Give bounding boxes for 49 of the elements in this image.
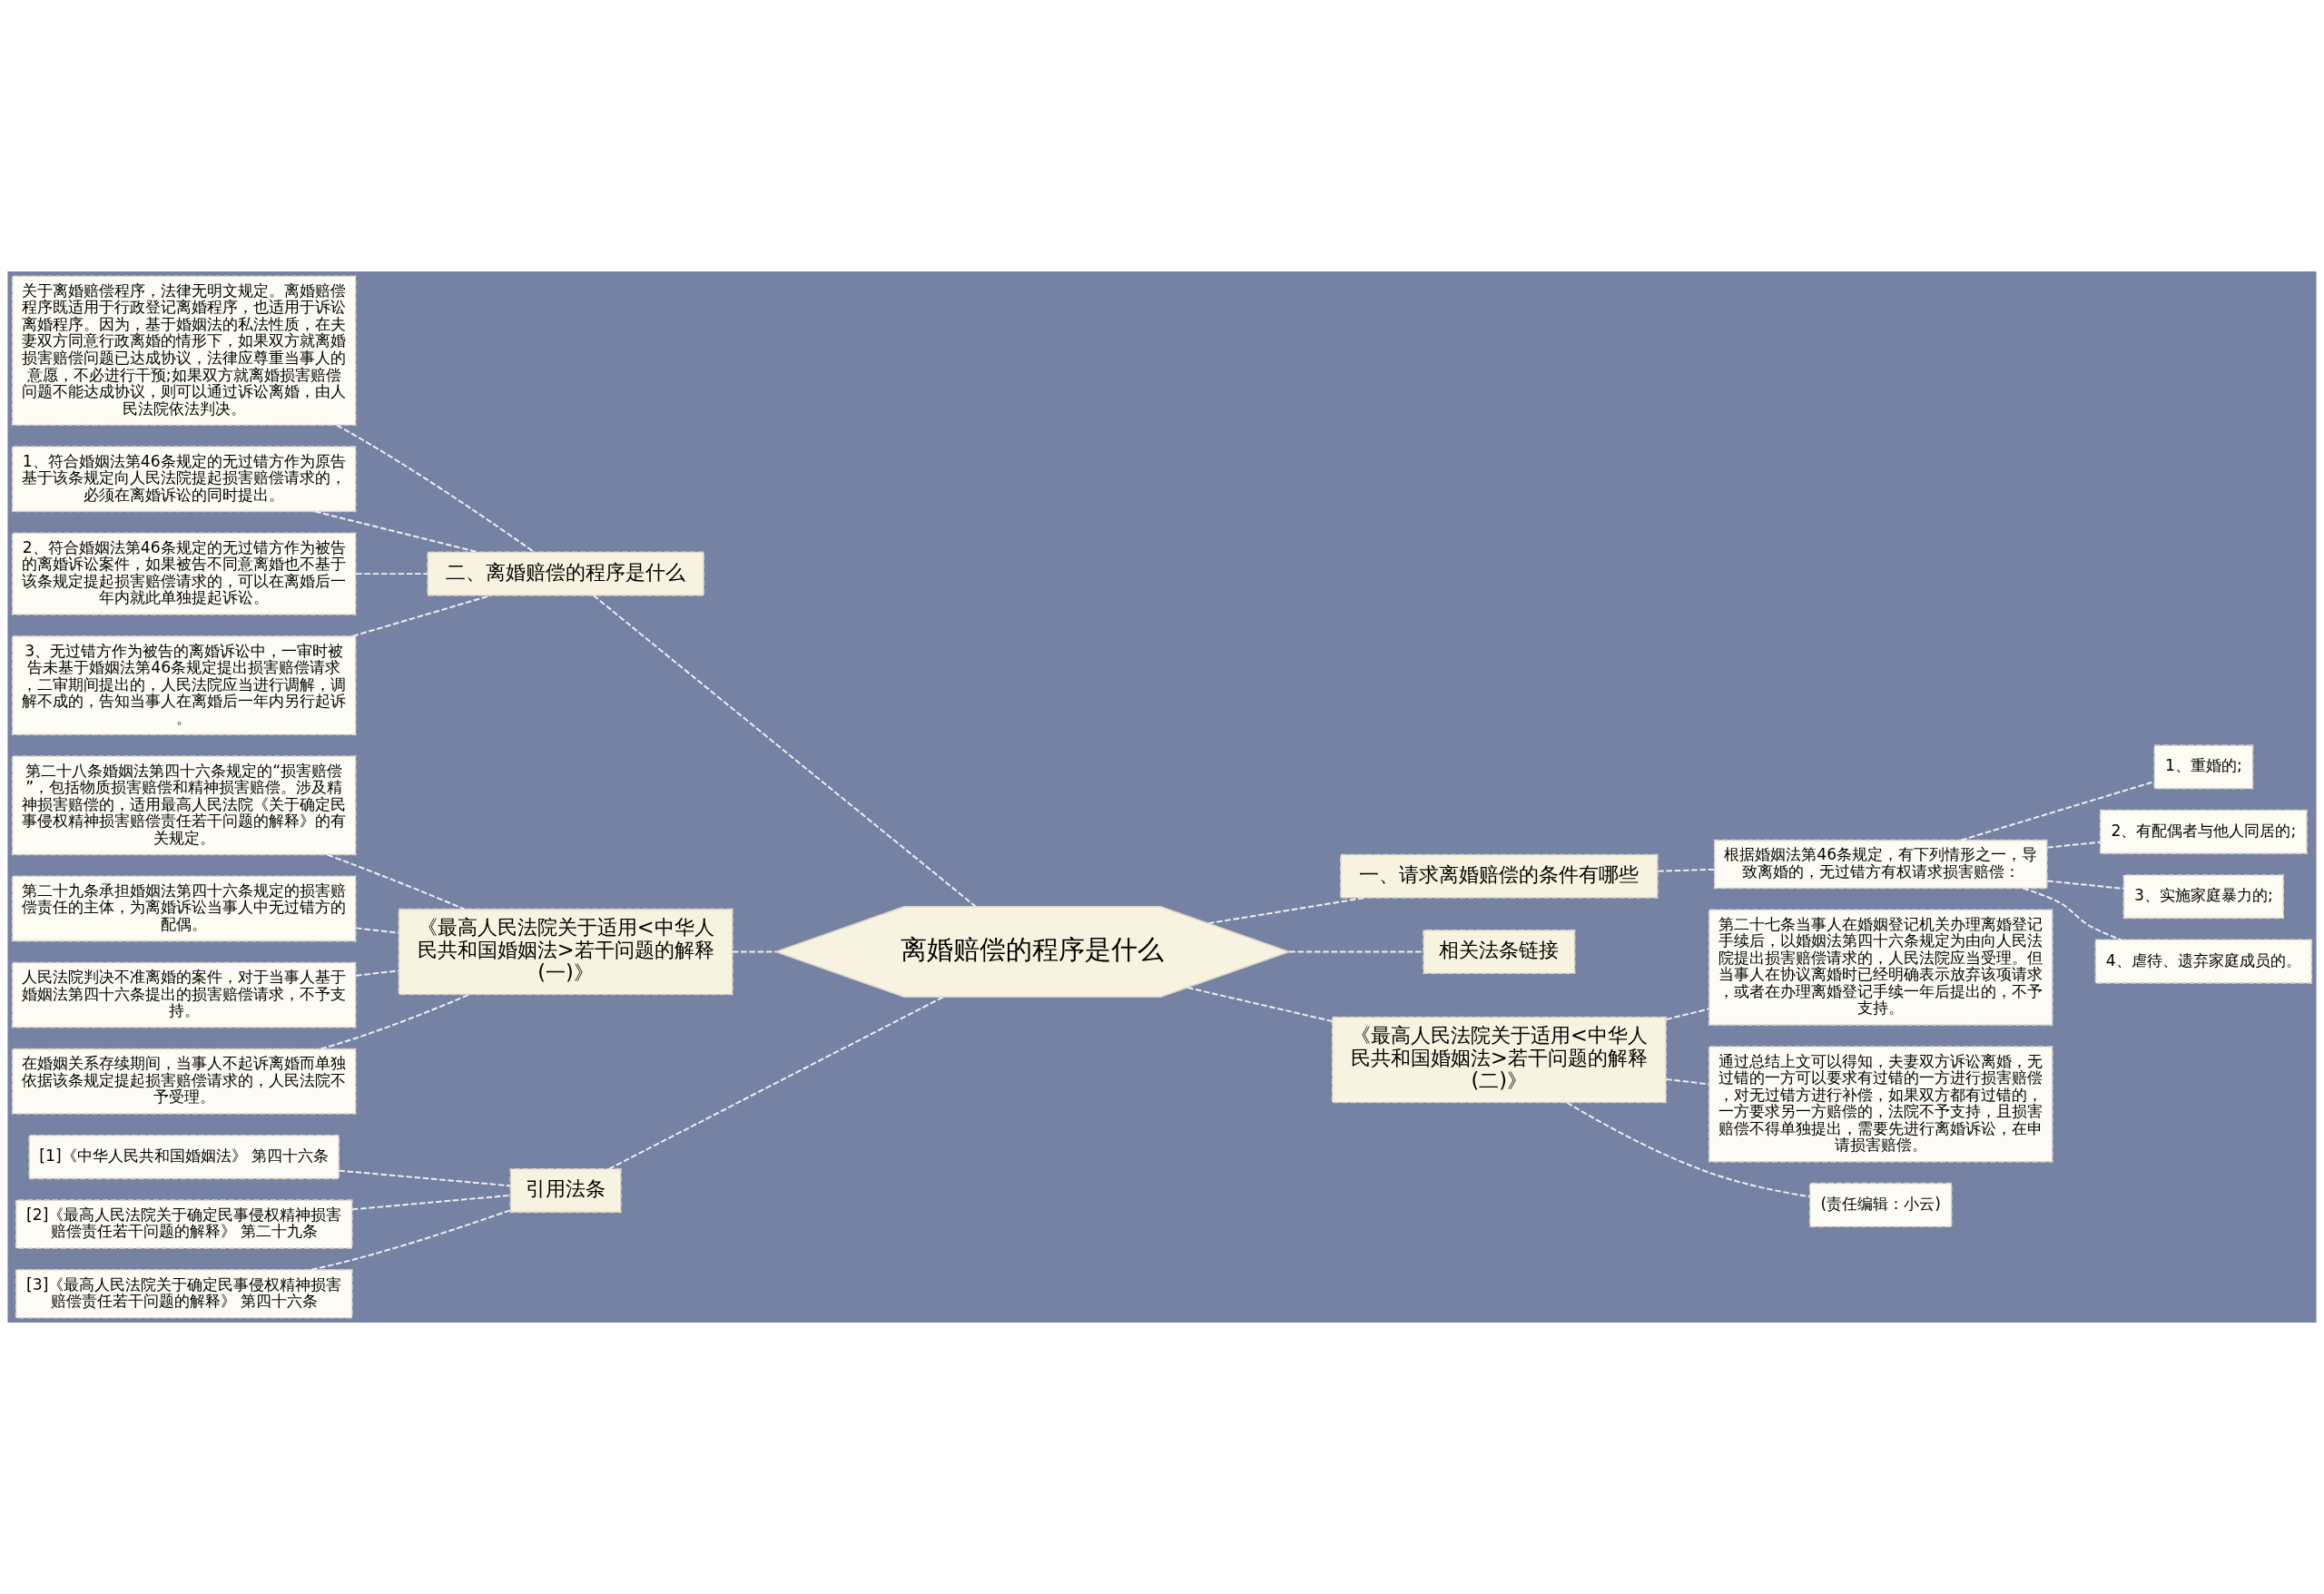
node-box: [3]《最高人民法院关于确定民事侵权精神损害赔偿责任若干问题的解释》 第四十六条 bbox=[15, 1269, 353, 1319]
node-box: 人民法院判决不准离婚的案件，对于当事人基于婚姻法第四十六条提出的损害赔偿请求，不予支持。 bbox=[11, 961, 357, 1028]
node-box: 4、虐待、遗弃家庭成员的。 bbox=[2094, 939, 2313, 984]
node-box: 1、重婚的; bbox=[2153, 744, 2254, 790]
node-box: 第二十九条承担婚姻法第四十六条规定的损害赔偿责任的主体，为离婚诉讼当事人中无过错方的配偶。 bbox=[11, 875, 357, 942]
node-box: 在婚姻关系存续期间，当事人不起诉离婚而单独依据该条规定提起损害赔偿请求的，人民法院不予受理。 bbox=[11, 1048, 357, 1115]
connector bbox=[335, 424, 536, 554]
node-box: 《最高人民法院关于适用<中华人民共和国婚姻法>若干问题的解释(一)》 bbox=[398, 908, 734, 996]
node-box: 根据婚姻法第46条规定，有下列情形之一，导致离婚的，无过错方有权请求损害赔偿： bbox=[1713, 839, 2048, 890]
connector bbox=[592, 595, 977, 908]
connector bbox=[1657, 868, 1716, 872]
connector bbox=[338, 1169, 512, 1187]
connector bbox=[607, 996, 945, 1170]
node-box: (责任编辑：小云) bbox=[1808, 1182, 1953, 1228]
connector bbox=[1566, 1101, 1811, 1198]
node-box: 第二十七条当事人在婚姻登记机关办理离婚登记手续后，以婚姻法第四十六条规定为由向人民法院提出损害赔偿请求的，人民法院应当受理。但当事人在协议离婚时已经明确表示放弃该项请求，或者在办理离婚登记手续一年后提出的，不予支持。 bbox=[1708, 909, 2053, 1026]
node-box: 引用法条 bbox=[509, 1168, 622, 1214]
node-box: 2、有配偶者与他人同居的; bbox=[2099, 809, 2308, 854]
node-box: 《最高人民法院关于适用<中华人民共和国婚姻法>若干问题的解释(二)》 bbox=[1331, 1016, 1667, 1104]
connector bbox=[2022, 887, 2122, 941]
connector bbox=[1187, 987, 1334, 1022]
connector bbox=[731, 950, 777, 953]
connector bbox=[2046, 841, 2102, 849]
connector bbox=[355, 573, 429, 576]
connector bbox=[351, 594, 492, 637]
node-box: 3、无过错方作为被告的离婚诉讼中，一审时被告未基于婚姻法第46条规定提出损害赔偿请求，二审期间提出的，人民法院应当进行调解，调解不成的，告知当事人在离婚后一年内另行起诉。 bbox=[11, 635, 357, 736]
node-box: 2、符合婚姻法第46条规定的无过错方作为被告的离婚诉讼案件，如果被告不同意离婚也不基于该条规定提起损害赔偿请求的，可以在离婚后一年内就此单独提起诉讼。 bbox=[11, 532, 357, 615]
connector bbox=[2046, 880, 2125, 890]
connector bbox=[310, 1209, 512, 1271]
node-box: 相关法条链接 bbox=[1423, 929, 1576, 975]
connector bbox=[1665, 1008, 1710, 1020]
connector bbox=[1665, 1077, 1710, 1086]
connector bbox=[1960, 781, 2155, 841]
node-box: 一、请求离婚赔偿的条件有哪些 bbox=[1340, 853, 1659, 899]
connector bbox=[350, 1194, 511, 1211]
node-box: 3、实施家庭暴力的; bbox=[2122, 874, 2285, 920]
node-box: 通过总结上文可以得知，夫妻双方诉讼离婚，无过错的一方可以要求有过错的一方进行损害赔偿，对无过错方进行补偿，如果双方都有过错的，一方要求另一方赔偿的，法院不予支持，且损害赔偿不得单独提出，需要先进行离婚诉讼，在申请损害赔偿。 bbox=[1708, 1046, 2053, 1163]
connector bbox=[355, 969, 400, 977]
connector bbox=[355, 927, 400, 934]
node-box: 关于离婚赔偿程序，法律无明文规定。离婚赔偿程序既适用于行政登记离婚程序，也适用于诉讼离婚程序。因为，基于婚姻法的私法性质，在夫妻双方同意行政离婚的情形下，如果双方就离婚损害赔偿问题已达成协议，法律应尊重当事人的意愿，不必进行干预;如果双方就离婚损害赔偿问题不能达成协议，则可以通过诉讼离婚，由人民法院依法判决。 bbox=[11, 275, 357, 426]
node-box: [1]《中华人民共和国婚姻法》 第四十六条 bbox=[28, 1135, 340, 1180]
connector bbox=[320, 993, 471, 1050]
node-box: 第二十八条婚姻法第四十六条规定的“损害赔偿”，包括物质损害赔偿和精神损害赔偿。涉及精神损害赔偿的，适用最高人民法院《关于确定民事侵权精神损害赔偿责任若干问题的解释》的有关规定。 bbox=[11, 755, 357, 856]
node-box: 二、离婚赔偿的程序是什么 bbox=[427, 551, 704, 596]
connector bbox=[1207, 897, 1366, 925]
connector bbox=[326, 853, 466, 910]
connector bbox=[1288, 950, 1424, 953]
node-box: 1、符合婚姻法第46条规定的无过错方作为原告基于该条规定向人民法院提起损害赔偿请求的，必须在离婚诉讼的同时提出。 bbox=[11, 446, 357, 513]
node-box: [2]《最高人民法院关于确定民事侵权精神损害赔偿责任若干问题的解释》 第二十九条 bbox=[15, 1199, 353, 1249]
